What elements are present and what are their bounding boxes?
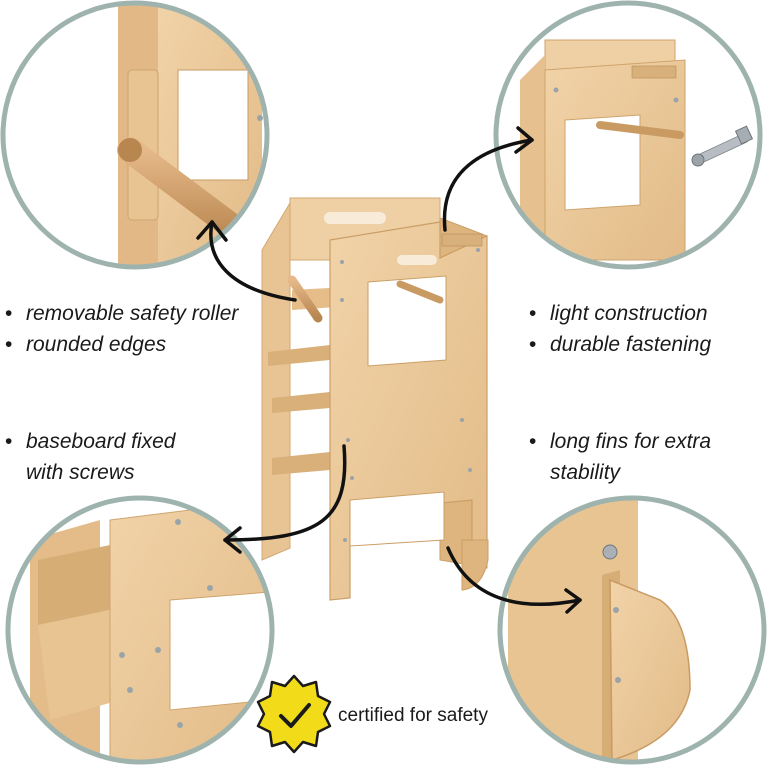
check-badge-icon <box>256 674 332 754</box>
detail-baseboard <box>5 495 275 765</box>
feature-durable-fastening: durable fastening <box>526 329 711 360</box>
learning-tower <box>261 197 489 601</box>
feature-long-fins: long fins for extra stability <box>526 426 711 488</box>
arrow-icon <box>442 126 534 232</box>
arrow-icon <box>196 220 297 302</box>
feature-rounded-edges: rounded edges <box>2 329 238 360</box>
arrow-icon <box>223 444 347 554</box>
detail-fin <box>497 495 767 765</box>
arrow-icon <box>446 546 582 614</box>
feature-removable-roller: removable safety roller <box>2 298 238 329</box>
certified-label: certified for safety <box>338 705 488 726</box>
features-top-left: removable safety roller rounded edges <box>2 298 238 360</box>
detail-construction <box>493 0 763 270</box>
bolt-icon <box>691 125 754 167</box>
feature-light-construction: light construction <box>526 298 711 329</box>
features-bottom-left: baseboard fixed with screws <box>2 426 175 488</box>
feature-baseboard-screws: baseboard fixed with screws <box>2 426 175 488</box>
features-bottom-right: long fins for extra stability <box>526 426 711 488</box>
features-top-right: light construction durable fastening <box>526 298 711 360</box>
detail-roller <box>0 0 270 270</box>
